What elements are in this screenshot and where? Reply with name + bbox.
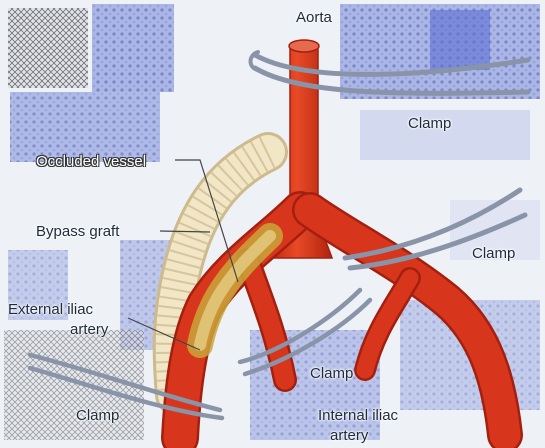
tissue-panel	[92, 4, 174, 92]
aorta-top	[289, 40, 319, 52]
label-internal-iliac-line2: artery	[330, 428, 368, 443]
label-clamp-middle: Clamp	[310, 366, 353, 381]
label-external-iliac-line2: artery	[70, 322, 108, 337]
label-bypass-graft: Bypass graft	[36, 224, 119, 239]
label-external-iliac-line1: External iliac	[8, 302, 93, 317]
tissue-panel	[10, 92, 160, 162]
tissue-panel	[8, 8, 88, 88]
label-internal-iliac-line1: Internal iliac	[318, 408, 398, 423]
label-aorta: Aorta	[296, 10, 332, 25]
tissue-panel	[4, 330, 144, 440]
label-clamp-right: Clamp	[472, 246, 515, 261]
label-occluded-vessel: Occluded vessel	[36, 154, 146, 169]
label-clamp-bottom-left: Clamp	[76, 408, 119, 423]
label-clamp-top: Clamp	[408, 116, 451, 131]
tissue-panel	[430, 10, 490, 70]
